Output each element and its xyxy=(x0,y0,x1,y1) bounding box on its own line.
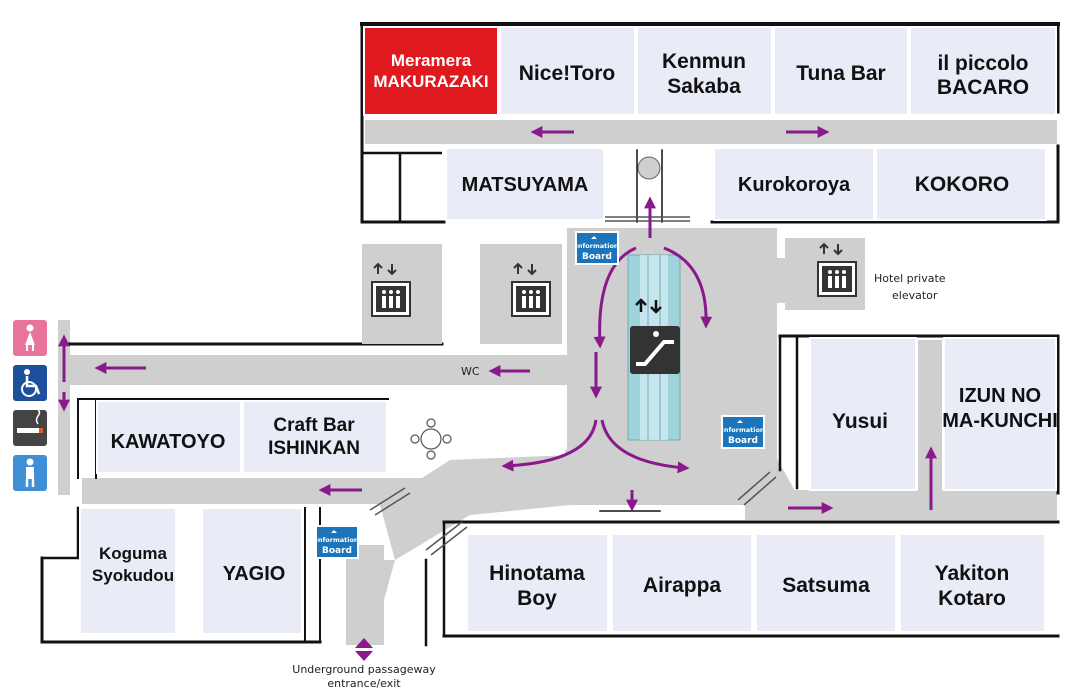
svg-text:Tuna Bar: Tuna Bar xyxy=(796,62,885,85)
svg-text:Satsuma: Satsuma xyxy=(782,574,870,597)
escalator xyxy=(627,254,681,441)
info-board-label-1: Information xyxy=(315,536,359,544)
shop-matsuyama[interactable] xyxy=(445,147,605,221)
shop-label-yakiton-2: Kotaro xyxy=(938,587,1006,610)
shop-koguma[interactable] xyxy=(79,507,177,635)
shop-airappa[interactable] xyxy=(611,533,753,633)
svg-text:Airappa: Airappa xyxy=(643,574,722,597)
corridors xyxy=(58,120,1057,645)
info-board: Information Board xyxy=(721,415,765,449)
hotel-elevator-label-2: elevator xyxy=(892,289,938,302)
shop-label-hinotama-2: Boy xyxy=(517,587,557,610)
info-board: Information Board xyxy=(575,231,619,265)
shop-label-ilpiccolo-1: il piccolo xyxy=(937,52,1028,75)
shop-label-kurokoroya: Kurokoroya xyxy=(738,174,851,196)
shop-craftbar[interactable] xyxy=(242,400,388,474)
shop-izun[interactable] xyxy=(943,337,1057,491)
shop-label-kokoro: KOKORO xyxy=(915,173,1010,196)
shop-kenmun[interactable] xyxy=(636,26,773,116)
direction-arrows xyxy=(58,126,937,514)
shop-label-airappa: Airappa xyxy=(643,574,722,597)
shop-label-matsuyama: MATSUYAMA xyxy=(462,174,589,196)
direction-arrow-icon xyxy=(593,246,637,349)
shop-label-kawatoyo: KAWATOYO xyxy=(111,431,226,453)
shop-blocks xyxy=(79,26,1057,635)
shop-label-kenmun-1: Kenmun xyxy=(662,50,746,73)
elevator-icon xyxy=(817,242,857,297)
elevator-icon xyxy=(371,262,411,317)
info-board-label-2: Board xyxy=(582,252,612,262)
shop-label-meramera-1: Meramera xyxy=(391,51,472,70)
svg-text:Yusui: Yusui xyxy=(832,410,888,433)
shop-label-yagio: YAGIO xyxy=(223,563,286,585)
shop-label-izun-1: IZUN NO xyxy=(959,385,1041,407)
shop-kawatoyo[interactable] xyxy=(96,400,242,474)
shop-meramera[interactable] xyxy=(363,26,499,116)
shop-label-izun-2: MA-KUNCHI xyxy=(942,410,1058,432)
svg-text:KOKORO: KOKORO xyxy=(915,173,1010,196)
small-labels: WC Hotel private elevator Underground pa… xyxy=(292,272,945,689)
wc-label: WC xyxy=(461,365,480,378)
shop-yakiton[interactable] xyxy=(899,533,1046,633)
shop-label-craftbar-2: ISHINKAN xyxy=(268,438,360,459)
shop-label-meramera-2: MAKURAZAKI xyxy=(373,72,488,91)
svg-text:YAGIO: YAGIO xyxy=(223,563,286,585)
shop-label-yakiton-1: Yakiton xyxy=(935,562,1010,585)
direction-arrow-icon xyxy=(600,419,690,474)
exit-marker xyxy=(355,638,373,661)
info-board-label-1: Information xyxy=(721,426,765,434)
shop-satsuma[interactable] xyxy=(755,533,897,633)
svg-text:Kurokoroya: Kurokoroya xyxy=(738,174,851,196)
info-board-label-1: Information xyxy=(575,242,619,250)
hotel-elevator-label-1: Hotel private xyxy=(874,272,946,285)
shop-label-craftbar-1: Craft Bar xyxy=(273,415,355,436)
shop-label-kenmun-2: Sakaba xyxy=(667,75,741,98)
shop-label-hinotama-1: Hinotama xyxy=(489,562,585,585)
door-markers xyxy=(369,216,777,556)
direction-arrow-icon xyxy=(663,246,713,329)
shop-label-koguma-2: Syokudou xyxy=(92,566,174,585)
shop-label-ilpiccolo-2: BACARO xyxy=(937,76,1029,99)
info-board-label-2: Board xyxy=(728,436,758,446)
shop-label-satsuma: Satsuma xyxy=(782,574,870,597)
shop-tunabar[interactable] xyxy=(773,26,909,116)
shop-label-yusui: Yusui xyxy=(832,410,888,433)
shop-kokoro[interactable] xyxy=(875,147,1047,221)
shop-nicetoro[interactable] xyxy=(499,26,636,116)
shop-hinotama[interactable] xyxy=(466,533,609,633)
table-icon xyxy=(410,418,452,460)
info-board: Information Board xyxy=(315,525,359,559)
shop-label-tunabar: Tuna Bar xyxy=(796,62,885,85)
shop-label-koguma-1: Koguma xyxy=(99,544,168,563)
empty-units xyxy=(362,151,442,222)
restroom-icons xyxy=(13,320,47,491)
svg-text:Nice!Toro: Nice!Toro xyxy=(519,62,615,85)
direction-arrow-icon xyxy=(501,419,598,472)
underground-label-2: entrance/exit xyxy=(327,677,401,689)
underground-label-1: Underground passageway xyxy=(292,663,436,676)
shop-ilpiccolo[interactable] xyxy=(909,26,1057,116)
elevators xyxy=(362,238,865,344)
info-boards: Information Board Information Board Info… xyxy=(315,231,765,559)
svg-text:KAWATOYO: KAWATOYO xyxy=(111,431,226,453)
svg-text:MATSUYAMA: MATSUYAMA xyxy=(462,174,589,196)
shop-yagio[interactable] xyxy=(201,507,303,635)
shop-label-nicetoro: Nice!Toro xyxy=(519,62,615,85)
elevator-icon xyxy=(511,262,551,317)
shop-yusui[interactable] xyxy=(809,337,917,491)
info-board-label-2: Board xyxy=(322,546,352,556)
shop-kurokoroya[interactable] xyxy=(713,147,875,221)
